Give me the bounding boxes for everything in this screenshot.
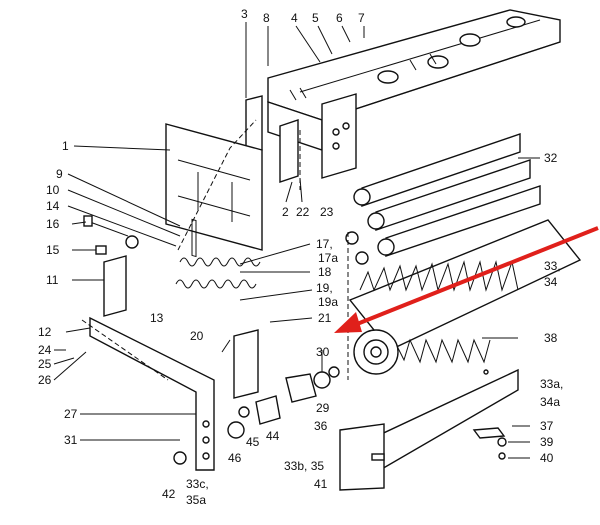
label-37: 37: [540, 419, 554, 433]
spiked-roller: [348, 219, 582, 375]
label-24: 24: [38, 343, 52, 357]
label-18: 18: [318, 265, 332, 279]
lower-arm: [89, 255, 215, 471]
label-44: 44: [266, 429, 280, 443]
label-30: 30: [316, 345, 330, 359]
label-46: 46: [228, 451, 242, 465]
label-3: 3: [241, 7, 248, 21]
label-29: 29: [316, 401, 330, 415]
bolt-and-nut: [83, 215, 139, 255]
label-14: 14: [46, 199, 60, 213]
label-21: 21: [318, 311, 332, 325]
bottom-frame-beam: [173, 368, 519, 491]
label-23: 23: [320, 205, 334, 219]
label-5: 5: [312, 11, 319, 25]
label-9: 9: [56, 167, 63, 181]
part-labels: 3 8 4 5 6 7 1 9 10 14 16 15 11 2 22 23 3…: [38, 7, 563, 507]
label-35a: 35a: [186, 493, 206, 507]
label-39: 39: [540, 435, 554, 449]
springs: [175, 257, 261, 289]
label-12: 12: [38, 325, 52, 339]
label-15: 15: [46, 243, 60, 257]
label-19a: 19a: [318, 295, 338, 309]
leader-lines: [53, 22, 540, 459]
label-34: 34: [544, 275, 558, 289]
label-4: 4: [291, 11, 298, 25]
small-hardware: [472, 369, 507, 460]
label-22: 22: [296, 205, 310, 219]
label-33c: 33c,: [186, 477, 209, 491]
label-7: 7: [358, 11, 365, 25]
label-13: 13: [150, 311, 164, 325]
label-10: 10: [46, 183, 60, 197]
label-25: 25: [38, 357, 52, 371]
label-1: 1: [62, 139, 69, 153]
label-11: 11: [46, 273, 59, 287]
label-8: 8: [263, 11, 270, 25]
top-frame-beam: [267, 9, 561, 151]
label-34a: 34a: [540, 395, 560, 409]
label-42: 42: [162, 487, 176, 501]
red-pointer-arrow: [334, 226, 599, 333]
label-36: 36: [314, 419, 328, 433]
label-16: 16: [46, 217, 60, 231]
label-17a: 17a: [318, 251, 338, 265]
label-45: 45: [246, 435, 260, 449]
shield-plate: [165, 123, 263, 258]
bearing-parts: [227, 329, 340, 439]
roller-tubes: [345, 133, 541, 265]
side-bracket-assembly: [245, 93, 357, 183]
label-33b-35: 33b, 35: [284, 459, 324, 473]
label-31: 31: [64, 433, 78, 447]
label-17: 17,: [316, 237, 333, 251]
label-2: 2: [282, 205, 289, 219]
label-27: 27: [64, 407, 78, 421]
label-41: 41: [314, 477, 328, 491]
label-20: 20: [190, 329, 204, 343]
label-40: 40: [540, 451, 554, 465]
label-6: 6: [336, 11, 343, 25]
label-38: 38: [544, 331, 558, 345]
label-32: 32: [544, 151, 558, 165]
label-33a: 33a,: [540, 377, 563, 391]
label-33: 33,: [544, 259, 561, 273]
label-19: 19,: [316, 281, 333, 295]
label-26: 26: [38, 373, 52, 387]
